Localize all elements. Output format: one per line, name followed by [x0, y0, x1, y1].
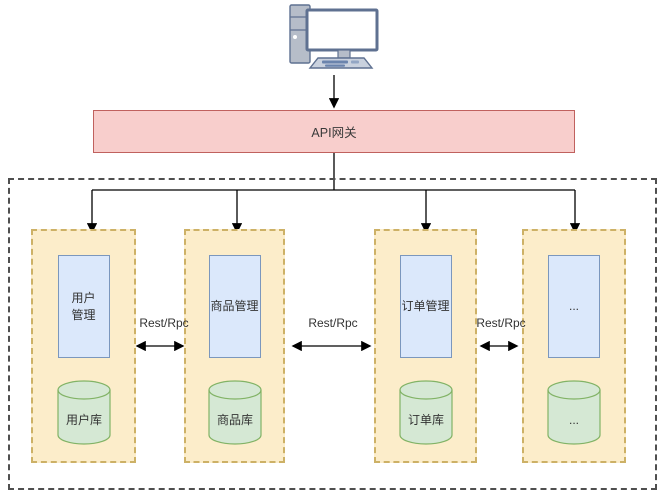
database-cylinder-product: 商品库 — [207, 380, 262, 445]
service-group-user: 用户 管理 用户库 — [31, 229, 136, 463]
database-label: 商品库 — [216, 412, 252, 427]
rpc-link-label: Rest/Rpc — [139, 316, 189, 330]
rpc-link-label: Rest/Rpc — [476, 316, 526, 330]
database-label: 用户库 — [65, 412, 101, 427]
service-label: ... — [568, 299, 579, 314]
database-cylinder-user: 用户库 — [56, 380, 111, 445]
api-gateway-label: API网关 — [311, 126, 357, 140]
database-cylinder-more: ... — [547, 380, 601, 445]
service-group-product: 商品管理 商品库 — [184, 229, 285, 463]
service-label: 订单管理 — [401, 299, 450, 314]
service-group-order: 订单管理 订单库 — [374, 229, 477, 463]
service-box-more: ... — [548, 255, 600, 358]
api-gateway-node: API网关 — [93, 110, 575, 153]
microservices-boundary — [8, 178, 657, 490]
client-computer-icon — [289, 4, 379, 69]
service-box-user: 用户 管理 — [57, 255, 110, 358]
service-box-product: 商品管理 — [208, 255, 261, 358]
database-label: 订单库 — [407, 412, 443, 427]
database-label: ... — [569, 413, 579, 427]
service-label: 用户 管理 — [71, 291, 96, 322]
service-box-order: 订单管理 — [399, 255, 452, 358]
service-group-more: ... ... — [522, 229, 626, 463]
database-cylinder-order: 订单库 — [398, 380, 453, 445]
rpc-link-label: Rest/Rpc — [308, 316, 358, 330]
service-label: 商品管理 — [210, 299, 259, 314]
